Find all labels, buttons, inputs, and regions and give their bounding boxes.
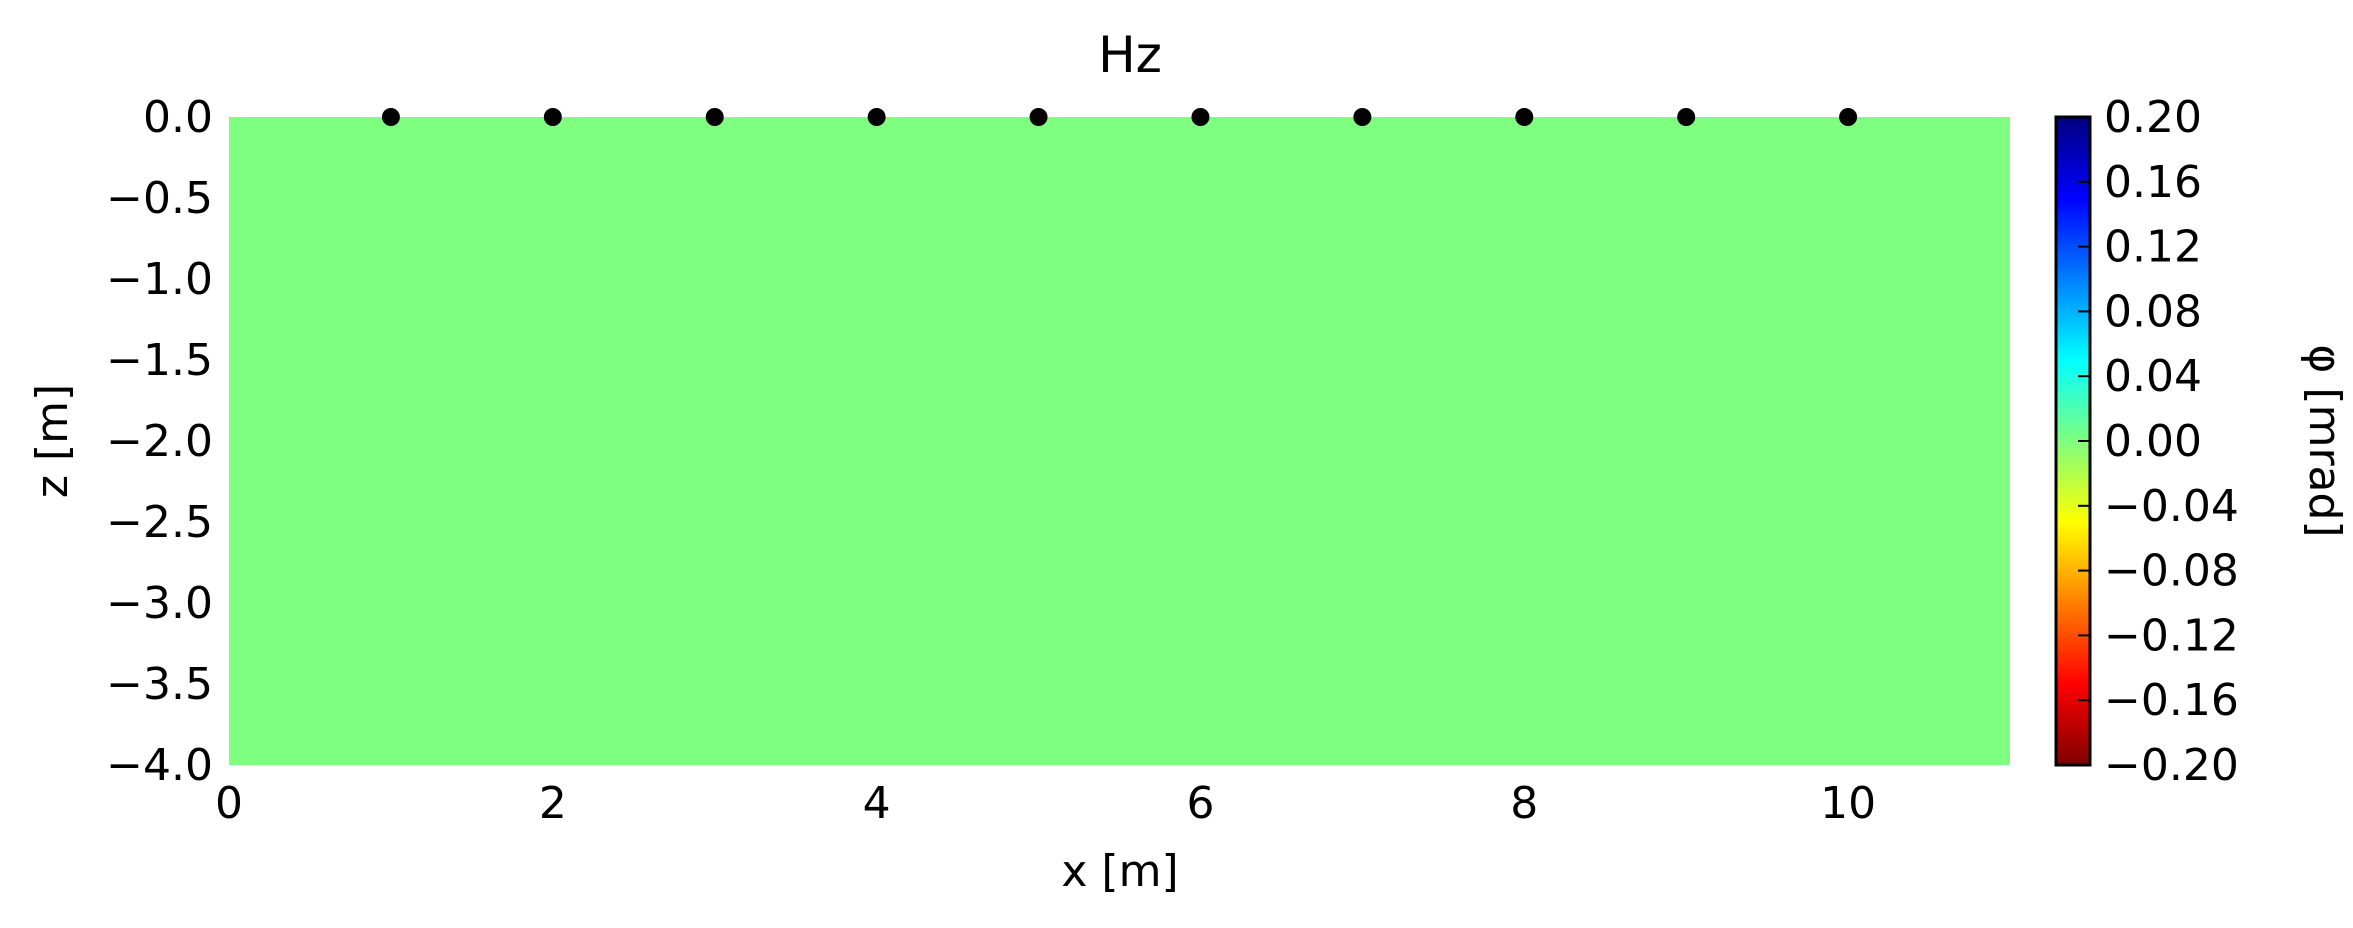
x-tick-label: 10 [1820, 778, 1876, 829]
x-tick-label: 2 [539, 778, 567, 829]
colorbar-tick-label: −0.20 [2104, 740, 2239, 791]
electrode-marker [1029, 108, 1048, 126]
x-tick-label: 6 [1186, 778, 1214, 829]
colorbar-tick-label: −0.08 [2104, 546, 2239, 597]
y-axis-label: z [m] [27, 384, 78, 498]
colorbar-tick-label: 0.00 [2104, 416, 2202, 467]
colorbar-tick-label: −0.16 [2104, 675, 2239, 726]
electrode-marker [1353, 108, 1372, 126]
y-tick-label: −1.0 [106, 254, 213, 305]
colorbar-ticks: 0.20 0.16 0.12 0.08 0.04 0.00 −0.04 −0.08 −0.12 −… [2078, 92, 2239, 791]
electrode-marker [381, 108, 400, 126]
y-tick-label: −1.5 [106, 335, 213, 386]
y-tick-label: 0.0 [143, 92, 213, 143]
x-tick-label: 8 [1510, 778, 1538, 829]
field-heatmap [229, 117, 2010, 765]
colorbar-tick-label: −0.04 [2104, 481, 2239, 532]
electrode-marker [1839, 108, 1858, 126]
y-axis-ticks: 0.0 −0.5 −1.0 −1.5 −2.0 −2.5 −3.0 −3.5 −4.0 [106, 92, 213, 791]
electrode-marker [705, 108, 724, 126]
y-tick-label: −3.0 [106, 578, 213, 629]
electrode-marker [1191, 108, 1210, 126]
electrode-marker [1515, 108, 1534, 126]
electrode-marker [1677, 108, 1696, 126]
colorbar-tick-label: 0.08 [2104, 286, 2202, 337]
colorbar-tick-label: 0.04 [2104, 351, 2202, 402]
electrode-marker [867, 108, 886, 126]
y-tick-label: −2.5 [106, 497, 213, 548]
y-tick-label: −3.5 [106, 659, 213, 710]
x-tick-label: 0 [215, 778, 243, 829]
y-tick-label: −4.0 [106, 740, 213, 791]
x-tick-label: 4 [863, 778, 891, 829]
x-axis-label: x [m] [1061, 846, 1178, 897]
electrode-marker [543, 108, 562, 126]
colorbar-tick-label: 0.20 [2104, 92, 2202, 143]
chart-title: Hz [1098, 26, 1162, 84]
y-tick-label: −0.5 [106, 173, 213, 224]
colorbar-label: φ [mrad] [2299, 344, 2350, 537]
colorbar-tick-label: −0.12 [2104, 610, 2239, 661]
x-axis-ticks: 0 2 4 6 8 10 [215, 778, 1876, 829]
colorbar-tick-label: 0.16 [2104, 157, 2202, 208]
colorbar-tick-label: 0.12 [2104, 222, 2202, 273]
electrode-markers [381, 108, 1858, 126]
y-tick-label: −2.0 [106, 416, 213, 467]
